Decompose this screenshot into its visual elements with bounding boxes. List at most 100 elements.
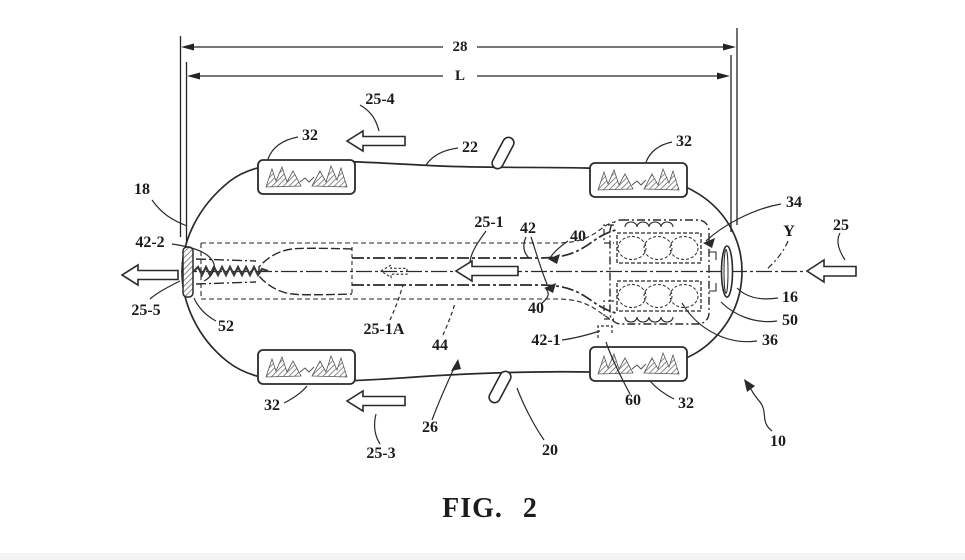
ref-label-25-3: 25-3 [366,445,395,462]
muffler-outer-shell [609,219,710,325]
page-bottom-strip [0,553,965,560]
reference-labels: 28 L 25-4 32 22 32 18 34 Y 25 42-2 25-1 … [131,39,849,462]
dim-arrowhead-right [723,43,736,51]
ref-label-25-1A: 25-1A [364,321,405,338]
dim-arrowhead-left [181,43,194,51]
ref-label-40-upper: 40 [570,228,586,245]
leader-32-rear-bottom [649,380,675,400]
tread-zigzag-right [643,167,680,191]
flex-pipe [193,264,269,278]
ref-label-50: 50 [782,312,798,329]
leader-36 [681,302,758,343]
mirror-bottom [488,370,512,404]
dim-label-L: L [455,68,465,84]
ref-label-42-1: 42-1 [531,332,560,349]
wheel-rear-bottom [589,346,688,382]
leader-25-1 [469,230,487,263]
ref-label-26: 26 [422,419,438,436]
dim-arrowhead-right [717,72,730,80]
muffler-braid-lower [617,284,699,308]
center-resonator [258,247,353,296]
ref-label-18: 18 [134,181,150,198]
leader-50 [720,301,778,323]
wheel-front-bottom [257,349,356,385]
dim-arrowhead-left [187,72,200,80]
ref-label-20: 20 [542,442,558,459]
flow-arrows [120,129,857,413]
leader-25-3 [374,413,381,445]
ref-label-60: 60 [625,392,641,409]
ref-label-32-rear-bottom: 32 [678,395,694,412]
flow-arrow-25-1 [454,259,519,283]
dimension-lines [179,28,738,243]
ref-label-40-lower: 40 [528,300,544,317]
ref-label-10: 10 [770,433,786,450]
ref-label-36: 36 [762,332,778,349]
flow-arrow-small-25-1A [379,264,408,279]
tread-center-mark [299,176,315,183]
ref-label-34: 34 [786,194,802,211]
twin-exhaust-pipes [352,229,617,314]
arrowhead-26 [451,359,461,371]
flow-arrow-25 [805,258,857,284]
leader-25-4 [359,104,380,132]
tread-center-mark [631,363,647,370]
front-outlet-52 [182,246,194,298]
leader-20 [516,387,545,441]
ref-label-16: 16 [782,289,798,306]
muffler-outlet-brackets [709,251,717,292]
dim-label-28: 28 [453,39,468,55]
tread-center-mark [631,179,647,186]
leader-34 [705,203,782,242]
muffler-chamber-upper [616,232,702,264]
tread-zigzag-right [311,354,348,378]
leader-40-upper [549,240,569,259]
ref-label-52: 52 [218,318,234,335]
arrowhead-34 [703,238,715,248]
figure-caption: FIG. 2 [442,493,538,524]
ref-label-32-front-bottom: 32 [264,397,280,414]
mirror-top [491,136,515,170]
dimension-line-28 [181,43,736,51]
leader-22 [425,147,459,166]
leader-42-2 [171,243,215,282]
leader-32-front-bottom [283,385,308,404]
ref-label-22: 22 [462,139,478,156]
leader-16 [736,287,779,300]
tread-center-mark [299,366,315,373]
leader-32-rear-top [645,141,673,163]
leader-40-lower [540,288,549,305]
tread-zigzag-right [311,164,348,188]
ref-label-42: 42 [520,220,536,237]
ref-label-42-2: 42-2 [135,234,164,251]
leader-60 [605,341,631,395]
leader-25-1A [389,284,404,321]
leader-44 [442,302,456,336]
arrowhead-10 [744,379,755,392]
leader-18 [151,199,188,227]
flow-arrow-25-3 [345,389,406,413]
front-pipe-stubs [195,258,257,285]
tread-zigzag-left [265,355,302,378]
wheel-rear-top [589,162,688,198]
muffler-chamber-lower [616,280,702,312]
leader-25-5 [149,280,181,300]
tread-zigzag-left [265,165,302,188]
leader-10 [746,382,773,432]
leader-42-lower [530,236,548,285]
flow-arrow-25-4 [345,129,406,153]
leader-42-1 [561,330,601,341]
muffler-braid-upper [617,236,699,260]
leader-25 [837,232,846,261]
ref-label-25-1: 25-1 [474,214,503,231]
wheel-front-left [257,159,356,195]
dimension-line-L [187,72,730,80]
ref-label-32-front-top: 32 [302,127,318,144]
leader-42-upper [523,236,530,259]
ref-label-25-5: 25-5 [131,302,160,319]
leader-32-front-top [267,136,299,160]
leader-52 [193,297,217,322]
side-mirrors [488,136,515,404]
